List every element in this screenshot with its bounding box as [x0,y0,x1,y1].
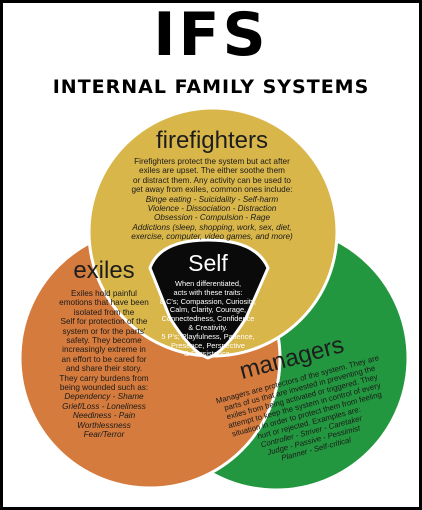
self-line: 8 C's; Compassion, Curiosity, [159,296,257,306]
firefighters-line: get away from exiles, common ones includ… [131,185,293,195]
firefighters-line: exiles are upset. The either soothe them [139,166,285,176]
exiles-line: increasingly extreme in [62,345,146,355]
self-line: acts with these traits: [173,287,243,297]
firefighters-line: Firefighters protect the system but act … [134,157,290,166]
firefighters-line: or distract them. Any activity can be us… [133,175,291,185]
self-line: Presence, Perspective [171,340,245,350]
page-title: IFS [153,0,269,70]
self-text: When differentiated, acts with these tra… [148,279,268,359]
self-line: & Creativity. [188,322,228,332]
exiles-line: They carry burdens from [59,373,149,383]
exiles-example-line: Neediness - Pain [72,411,136,421]
page-subtitle: INTERNAL FAMILY SYSTEMS [52,76,370,98]
exiles-line: and share their story. [65,364,143,374]
firefighters-text: Firefighters protect the system but act … [92,157,332,242]
self-line: Calm, Clarity, Courage, [169,305,247,315]
exiles-example-line: Worthlessness [77,420,131,430]
firefighters-example-line: exercise, computer, video games, and mor… [131,232,293,242]
firefighters-example-line: Obsession - Compulsion - Rage [153,213,271,223]
self-line: Connectedness, Confidence [161,314,255,324]
firefighters-example-line: Violence - Dissociation - Distraction [147,204,277,214]
exiles-line: emotions that have been [59,298,149,308]
exiles-line: safety. They become [66,336,142,346]
firefighters-heading: firefighters [155,127,269,154]
self-region [148,238,270,360]
firefighters-example-line: Binge eating - Suicidality - Self-harm [145,194,279,204]
exiles-line: Exiles hold painful [71,289,137,298]
exiles-line: Self for protection of the [60,317,148,327]
exiles-line: isolated from the [73,307,135,317]
self-line: When differentiated, [174,279,241,288]
firefighters-section: firefighters Firefighters protect the sy… [92,128,332,242]
exiles-text: Exiles hold painful emotions that have b… [42,289,166,440]
exiles-line: system or for the parts' [62,326,146,336]
self-line: & Persistence. [184,349,232,359]
self-heading: Self [188,250,228,276]
exiles-line: being wounded such as: [59,383,149,393]
self-section: Self When differentiated, acts with thes… [148,250,268,359]
self-line: 5 P's; Playfulness, Patience, [161,331,255,341]
exiles-section: exiles Exiles hold painful emotions that… [42,258,166,440]
firefighters-example-line: Addictions (sleep, shopping, work, sex, … [132,222,292,232]
exiles-example-line: Grief/Loss - Loneliness [62,401,146,411]
exiles-line: an effort to be cared for [61,354,147,364]
exiles-example-line: Fear/Terror [83,430,125,440]
exiles-example-line: Dependency - Shame [64,392,144,402]
exiles-heading: exiles [73,257,135,284]
